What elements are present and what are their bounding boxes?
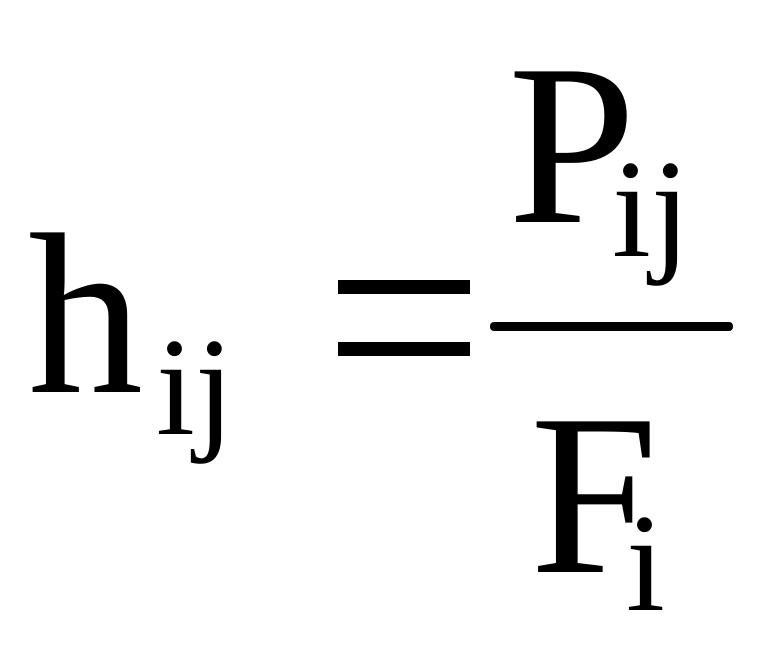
numerator-symbol: P <box>508 17 636 272</box>
fraction-line <box>490 322 733 331</box>
equals-sign <box>338 280 470 356</box>
denominator-symbol: F <box>530 367 658 622</box>
lhs-subscript: ij <box>156 310 234 465</box>
numerator-subscript: ij <box>612 132 690 287</box>
denominator-subscript: i <box>626 486 665 641</box>
equals-bar-top <box>338 280 470 294</box>
lhs-symbol: h <box>28 187 143 442</box>
equals-bar-bottom <box>338 342 470 356</box>
